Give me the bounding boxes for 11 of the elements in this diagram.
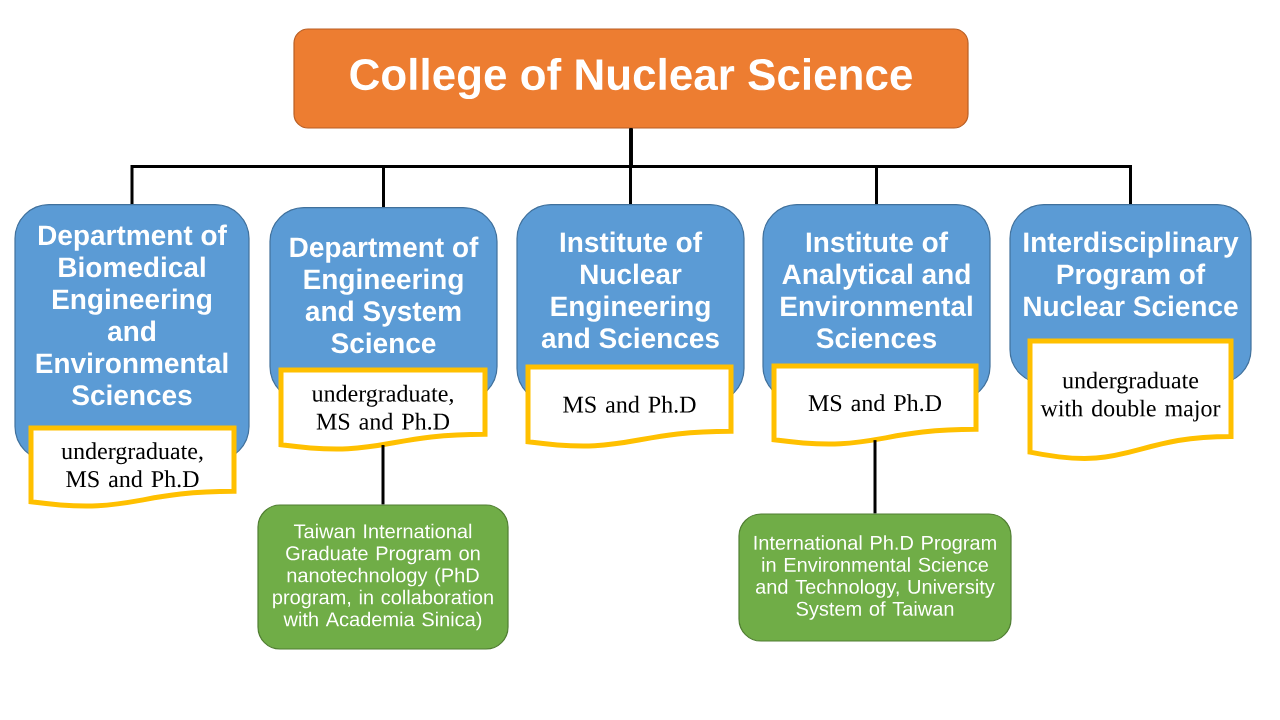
degree-document-box: MS and Ph.D [771,363,979,447]
program-box: International Ph.D Program in Environmental Science and Technology, University System of Taiwan [738,513,1012,642]
connector-line [381,445,385,505]
connector-line [873,440,877,514]
degree-document-box: undergraduate, MS and Ph.D [278,367,488,452]
degree-document-box: undergraduate with double major [1027,338,1234,461]
connector-line [629,128,1132,204]
program-box: Taiwan International Graduate Program on nanotechnology (PhD program, in collaboration with Academia Sinica) [257,504,509,650]
header-box: College of Nuclear Science [293,28,969,129]
degree-document-box: undergraduate, MS and Ph.D [28,425,237,509]
degree-document-box: MS and Ph.D [525,364,734,449]
